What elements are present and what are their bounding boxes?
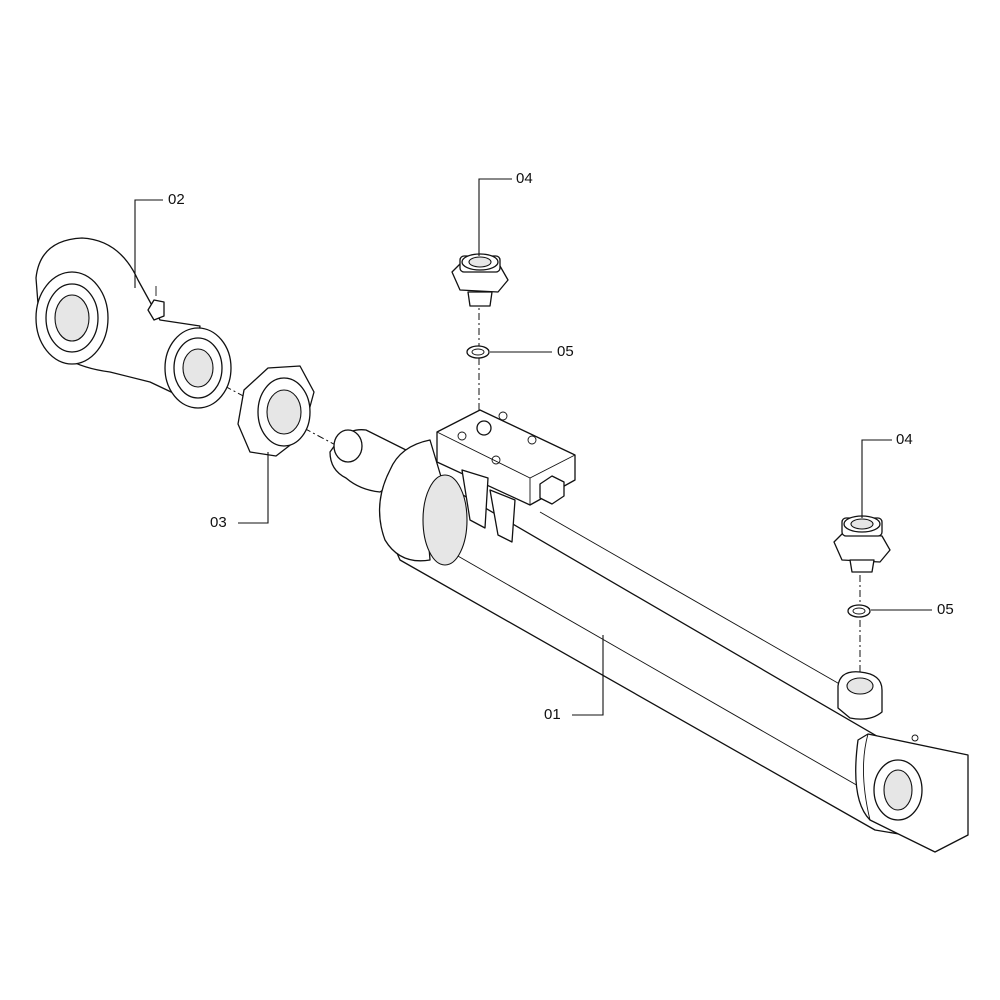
seal-ring-upper [466,345,490,359]
callout-05-upper: 05 [557,343,574,360]
callout-02: 02 [168,191,185,208]
callout-05-lower: 05 [937,601,954,618]
leader-lines [134,178,932,716]
callout-04-upper: 04 [516,170,533,187]
callout-03: 03 [210,514,227,531]
callout-01: 01 [544,706,561,723]
leader-04-lower [861,439,892,518]
leader-04-upper [478,178,512,256]
port-fitting-lower [833,515,891,573]
leader-03 [238,452,269,524]
lock-nut [237,365,315,457]
leader-01 [572,635,604,716]
seal-ring-lower [847,604,871,618]
rod-eye [35,237,232,409]
callout-04-lower: 04 [896,431,913,448]
port-fitting-upper [451,253,509,307]
cylinder-barrel [329,409,969,853]
leader-02 [134,199,163,288]
